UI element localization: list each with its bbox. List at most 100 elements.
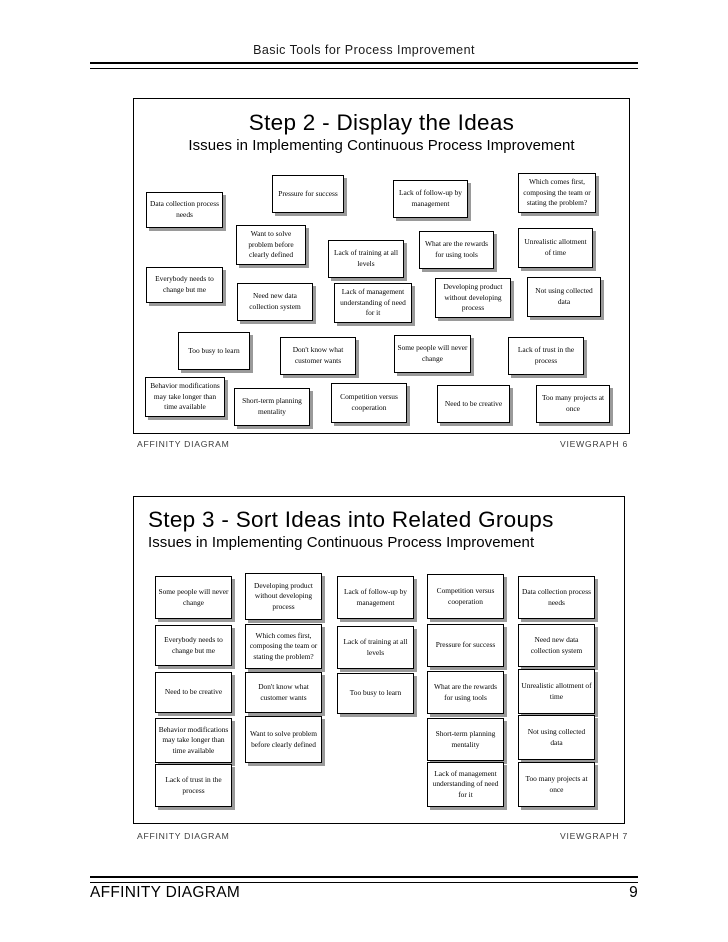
- affinity-note-text: Need new data collection system: [249, 291, 301, 311]
- affinity-note-card[interactable]: Want to solve problem before clearly def…: [236, 225, 306, 265]
- viewgraph-6-footer-left: AFFINITY DIAGRAM: [137, 439, 230, 449]
- affinity-note-card[interactable]: Want to solve problem before clearly def…: [245, 716, 322, 763]
- viewgraph-7-footer-left: AFFINITY DIAGRAM: [137, 831, 230, 841]
- affinity-note-card[interactable]: Unrealistic allotment of time: [518, 669, 595, 714]
- affinity-note-card[interactable]: Data collection process needs: [518, 576, 595, 619]
- affinity-note-text: Which comes first, composing the team or…: [249, 630, 318, 661]
- footer-rule: [90, 876, 638, 883]
- affinity-note-card[interactable]: Lack of trust in the process: [155, 764, 232, 807]
- affinity-note-text: Too many projects at once: [525, 773, 588, 794]
- affinity-note-card[interactable]: Lack of management understanding of need…: [427, 762, 504, 807]
- affinity-note-text: Lack of trust in the process: [517, 345, 575, 365]
- affinity-note-text: Don't know what customer wants: [258, 681, 309, 702]
- running-head: Basic Tools for Process Improvement: [253, 43, 475, 57]
- affinity-note-card[interactable]: Need to be creative: [437, 385, 510, 423]
- viewgraph-6-title: Step 2 - Display the Ideas: [248, 110, 515, 135]
- affinity-note-card[interactable]: Lack of training at all levels: [328, 240, 404, 278]
- affinity-note-card[interactable]: Competition versus cooperation: [427, 574, 504, 619]
- affinity-note-text: Lack of management understanding of need…: [340, 287, 406, 318]
- affinity-note-card[interactable]: Lack of training at all levels: [337, 626, 414, 669]
- affinity-note-text: Competition versus cooperation: [340, 392, 398, 412]
- viewgraph-6-subtitle: Issues in Implementing Continuous Proces…: [188, 137, 575, 154]
- affinity-note-card[interactable]: Developing product without developing pr…: [245, 573, 322, 620]
- affinity-note-text: Short-term planning mentality: [435, 728, 496, 749]
- affinity-note-card[interactable]: Some people will never change: [155, 576, 232, 619]
- affinity-note-card[interactable]: Data collection process needs: [146, 192, 223, 228]
- affinity-note-card[interactable]: Behavior modifications may take longer t…: [155, 718, 232, 763]
- affinity-note-card[interactable]: Behavior modifications may take longer t…: [145, 377, 225, 417]
- affinity-note-text: Data collection process needs: [150, 199, 219, 219]
- affinity-note-text: Not using collected data: [535, 286, 593, 306]
- affinity-note-card[interactable]: Not using collected data: [518, 715, 595, 760]
- affinity-note-text: Some people will never change: [397, 343, 468, 363]
- affinity-note-card[interactable]: Need to be creative: [155, 672, 232, 713]
- affinity-note-text: Too busy to learn: [349, 688, 402, 698]
- affinity-note-card[interactable]: Which comes first, composing the team or…: [245, 624, 322, 669]
- affinity-note-card[interactable]: Don't know what customer wants: [280, 337, 356, 375]
- affinity-note-text: Behavior modifications may take longer t…: [158, 724, 229, 755]
- affinity-note-text: Developing product without developing pr…: [254, 580, 313, 611]
- affinity-note-card[interactable]: Unrealistic allotment of time: [518, 228, 593, 268]
- affinity-note-card[interactable]: Some people will never change: [394, 335, 471, 373]
- affinity-note-text: Too many projects at once: [541, 393, 605, 413]
- affinity-note-text: Need to be creative: [164, 687, 223, 697]
- affinity-note-card[interactable]: Lack of follow-up by management: [393, 180, 468, 218]
- affinity-note-card[interactable]: Lack of follow-up by management: [337, 576, 414, 619]
- affinity-note-text: Pressure for success: [435, 640, 496, 650]
- affinity-note-card[interactable]: Need new data collection system: [237, 283, 313, 321]
- affinity-note-text: Competition versus cooperation: [436, 585, 495, 606]
- affinity-note-text: What are the rewards for using tools: [425, 239, 488, 259]
- affinity-note-card[interactable]: Competition versus cooperation: [331, 383, 407, 423]
- affinity-note-card[interactable]: What are the rewards for using tools: [427, 671, 504, 714]
- affinity-note-text: Lack of trust in the process: [165, 774, 222, 795]
- viewgraph-7-title: Step 3 - Sort Ideas into Related Groups: [148, 507, 554, 532]
- affinity-note-text: Some people will never change: [158, 586, 229, 607]
- affinity-note-text: What are the rewards for using tools: [434, 681, 497, 702]
- viewgraph-6-footer-right: VIEWGRAPH 6: [560, 439, 628, 449]
- affinity-note-text: Short-term planning mentality: [242, 396, 302, 416]
- affinity-note-text: Need to be creative: [444, 398, 503, 408]
- affinity-note-card[interactable]: Developing product without developing pr…: [435, 278, 511, 318]
- affinity-note-card[interactable]: Pressure for success: [272, 175, 344, 213]
- affinity-note-text: Everybody needs to change but me: [164, 634, 223, 655]
- affinity-note-card[interactable]: Not using collected data: [527, 277, 601, 317]
- affinity-note-text: Pressure for success: [278, 188, 338, 198]
- affinity-note-text: Lack of training at all levels: [333, 248, 399, 268]
- affinity-note-card[interactable]: Pressure for success: [427, 624, 504, 667]
- affinity-note-card[interactable]: Short-term planning mentality: [427, 718, 504, 761]
- affinity-note-card[interactable]: What are the rewards for using tools: [419, 231, 494, 269]
- viewgraph-6-footer: AFFINITY DIAGRAM VIEWGRAPH 6: [137, 439, 628, 451]
- affinity-note-text: Data collection process needs: [522, 586, 591, 607]
- affinity-note-text: Developing product without developing pr…: [443, 282, 503, 313]
- affinity-note-text: Lack of follow-up by management: [343, 586, 407, 607]
- affinity-note-text: Lack of training at all levels: [343, 636, 408, 657]
- viewgraph-7-subtitle: Issues in Implementing Continuous Proces…: [148, 534, 535, 551]
- affinity-note-card[interactable]: Too many projects at once: [536, 385, 610, 423]
- header-rule: [90, 62, 638, 69]
- affinity-note-text: Behavior modifications may take longer t…: [150, 381, 220, 412]
- affinity-note-card[interactable]: Too many projects at once: [518, 762, 595, 807]
- viewgraph-7-footer-right: VIEWGRAPH 7: [560, 831, 628, 841]
- affinity-note-text: Want to solve problem before clearly def…: [250, 728, 317, 749]
- affinity-note-text: Need new data collection system: [530, 634, 583, 655]
- affinity-note-text: Unrealistic allotment of time: [521, 680, 592, 701]
- affinity-note-card[interactable]: Lack of trust in the process: [508, 337, 584, 375]
- affinity-note-card[interactable]: Short-term planning mentality: [234, 388, 310, 426]
- affinity-note-card[interactable]: Too busy to learn: [337, 673, 414, 714]
- affinity-note-card[interactable]: Everybody needs to change but me: [155, 625, 232, 666]
- viewgraph-7-footer: AFFINITY DIAGRAM VIEWGRAPH 7: [137, 831, 628, 843]
- affinity-note-text: Want to solve problem before clearly def…: [248, 229, 294, 260]
- affinity-note-text: Not using collected data: [527, 726, 586, 747]
- affinity-note-text: Too busy to learn: [188, 345, 240, 355]
- affinity-note-text: Unrealistic allotment of time: [524, 237, 587, 257]
- affinity-note-card[interactable]: Lack of management understanding of need…: [334, 283, 412, 323]
- affinity-note-text: Which comes first, composing the team or…: [523, 177, 591, 208]
- affinity-note-card[interactable]: Need new data collection system: [518, 624, 595, 667]
- affinity-note-card[interactable]: Too busy to learn: [178, 332, 250, 370]
- affinity-note-card[interactable]: Don't know what customer wants: [245, 672, 322, 713]
- affinity-note-text: Lack of management understanding of need…: [432, 768, 499, 799]
- affinity-note-card[interactable]: Everybody needs to change but me: [146, 267, 223, 303]
- affinity-note-text: Don't know what customer wants: [292, 345, 344, 365]
- affinity-note-card[interactable]: Which comes first, composing the team or…: [518, 173, 596, 213]
